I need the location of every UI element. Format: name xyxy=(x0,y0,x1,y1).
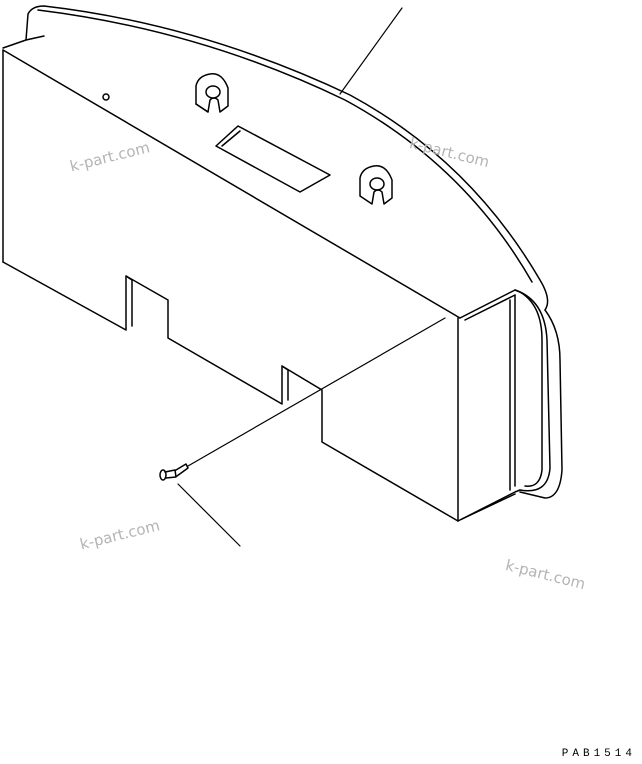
leader-line-screw xyxy=(177,483,241,547)
bracket-left xyxy=(195,73,229,113)
cover-front-face xyxy=(2,49,461,522)
leader-lines xyxy=(177,7,446,547)
cover-end-cap xyxy=(457,289,563,522)
top-recess xyxy=(215,125,331,193)
bracket-right xyxy=(359,165,393,205)
assembly-line xyxy=(187,317,446,467)
mount-hole xyxy=(102,93,110,101)
screw xyxy=(159,463,189,481)
cover-top-rim xyxy=(2,5,549,311)
drawing-code: PAB1514 xyxy=(561,748,636,760)
leader-line-cover xyxy=(339,7,403,95)
